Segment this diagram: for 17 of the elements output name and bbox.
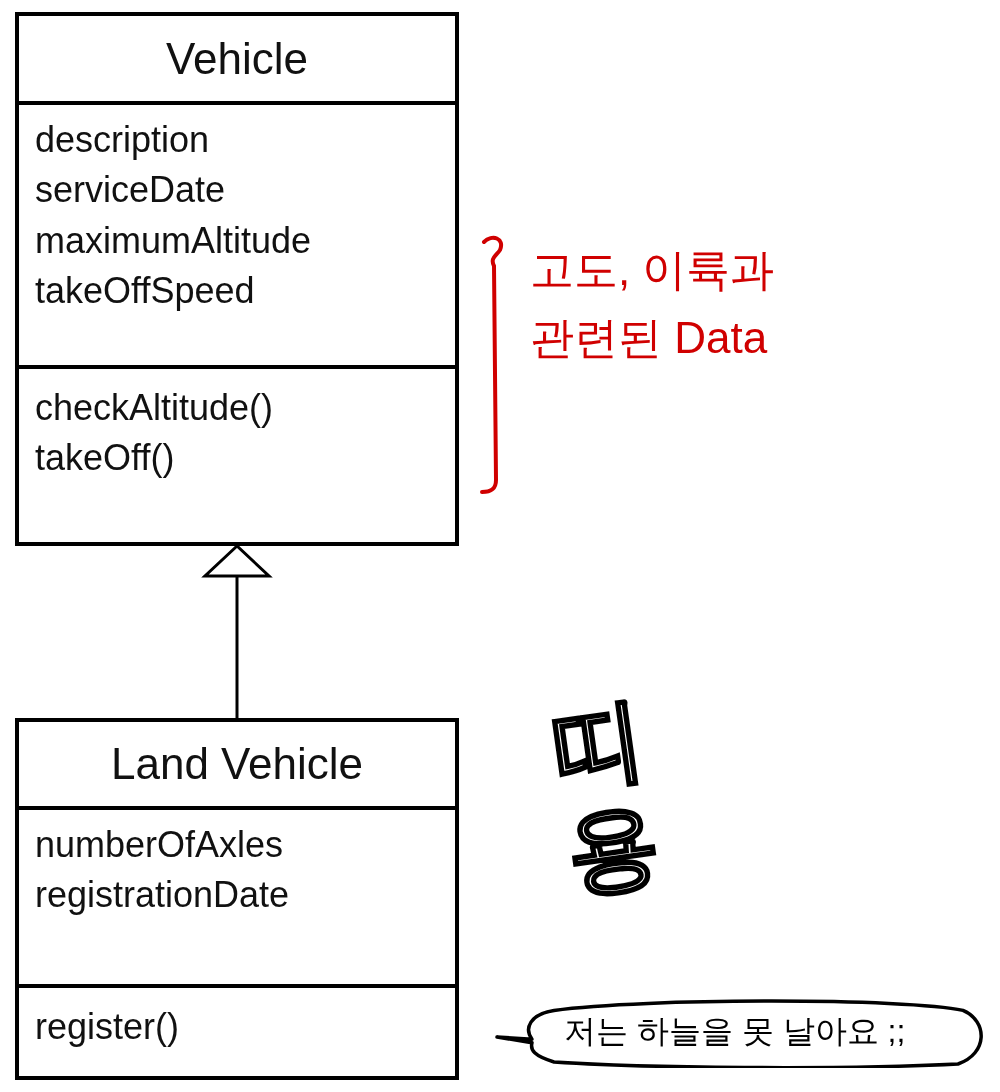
inheritance-arrow xyxy=(203,544,271,718)
note-text: 고도, 이륙과 관련된 Data xyxy=(530,244,776,365)
exclamation-text: 띠용 xyxy=(545,684,667,907)
attribute-text: serviceDate xyxy=(35,168,227,213)
class-box xyxy=(15,718,459,1080)
attribute-text: maximumAltitude xyxy=(35,218,313,263)
class-name: Vehicle xyxy=(166,32,308,85)
bubble-text: 저는 하늘을 못 날아요 ;; xyxy=(564,1012,906,1051)
attribute-text: description xyxy=(35,117,211,162)
attribute-text: registrationDate xyxy=(35,873,291,918)
method-text: takeOff() xyxy=(35,436,176,480)
method-text: checkAltitude() xyxy=(35,385,275,430)
attribute-text: takeOffSpeed xyxy=(35,268,256,313)
class-name: Land Vehicle xyxy=(111,738,363,791)
method-text: register() xyxy=(35,1004,181,1049)
class-box xyxy=(15,12,459,546)
attribute-text: numberOfAxles xyxy=(35,823,285,868)
